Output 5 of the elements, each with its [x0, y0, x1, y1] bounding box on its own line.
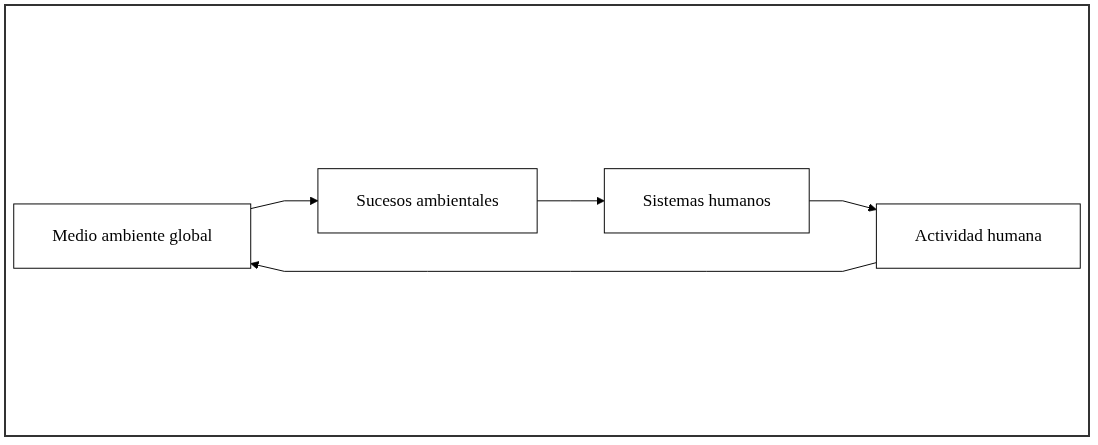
diagram-frame: Medio ambiente global Actividad humana Sucesos ambientales Sistemas humanos: [4, 4, 1090, 437]
node-box: [875, 203, 1081, 270]
node-box: [317, 168, 538, 234]
node-box: [603, 168, 810, 234]
node-box: [13, 203, 252, 270]
